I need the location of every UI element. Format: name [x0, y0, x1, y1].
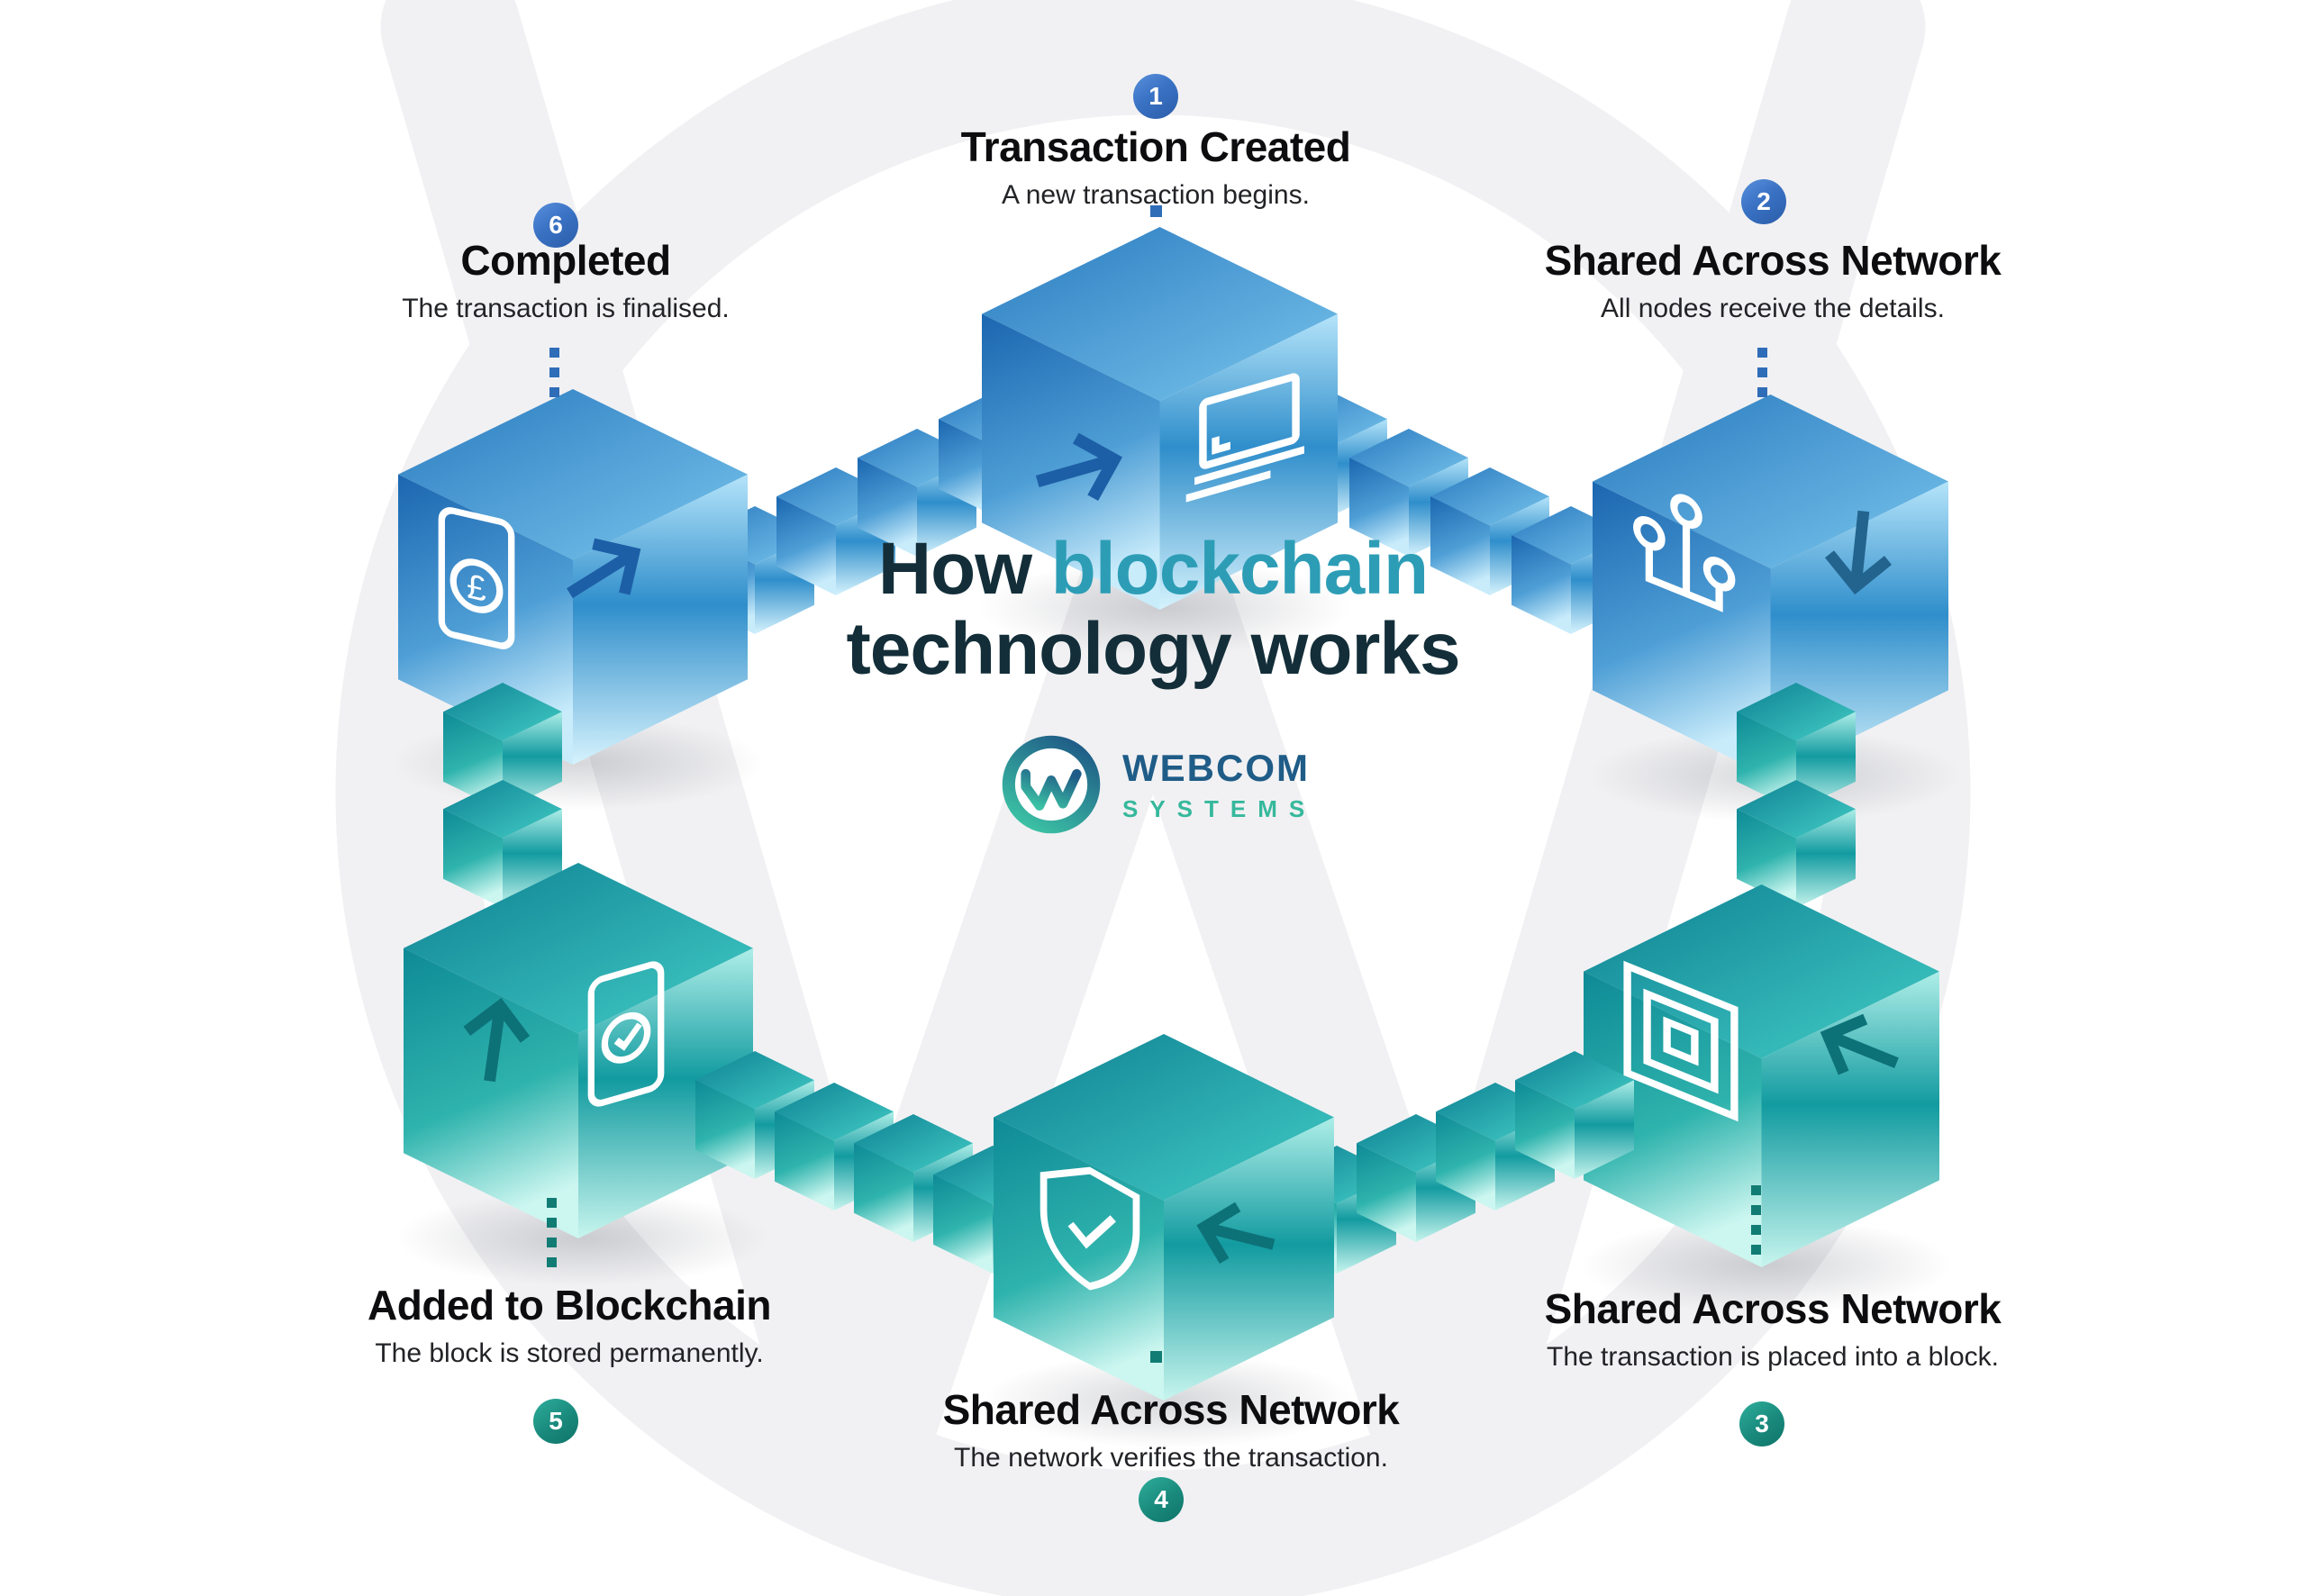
dotted-connector: [1757, 348, 1767, 400]
arrow-down-icon: [1825, 510, 1893, 595]
logo-brand-text: WEBCOM: [1122, 746, 1310, 789]
title-prefix: How: [877, 528, 1051, 610]
step-2: Shared Across Network All nodes receive …: [1421, 236, 2124, 324]
page-title-line1: How blockchain: [0, 528, 2306, 610]
step-5: Added to Blockchain The block is stored …: [218, 1281, 921, 1369]
step-4-title: Shared Across Network: [942, 1386, 1400, 1433]
dotted-connector: [1751, 1185, 1761, 1257]
arrow-left-icon: [1196, 1202, 1276, 1265]
webcom-logo: WEBCOM SYSTEMS: [998, 731, 1316, 838]
step-2-description: All nodes receive the details.: [1601, 294, 1945, 323]
chain-block-cube: [1515, 1051, 1634, 1179]
step-3-badge: 3: [1739, 1401, 1784, 1446]
step-2-badge: 2: [1741, 179, 1786, 224]
logo-sub-brand-text: SYSTEMS: [1122, 794, 1317, 822]
step-3: Shared Across Network The transaction is…: [1421, 1284, 2124, 1373]
connector-dot: [1150, 205, 1162, 217]
step-1-title: Transaction Created: [960, 123, 1351, 170]
step-1-badge: 1: [1133, 74, 1178, 119]
step-3-title: Shared Across Network: [1544, 1285, 2002, 1332]
concentric-squares-icon: [1623, 960, 1739, 1122]
step-4-description: The network verifies the transaction.: [954, 1443, 1388, 1473]
dotted-connector: [547, 1198, 557, 1270]
step-4-badge: 4: [1139, 1477, 1184, 1522]
phone-pound-icon: £: [438, 507, 515, 649]
step-6: Completed The transaction is finalised.: [214, 236, 917, 324]
arrow-left-down-icon: [1820, 1013, 1899, 1075]
step-5-badge: 5: [533, 1399, 578, 1444]
dotted-connector: [549, 348, 559, 400]
step-5-title: Added to Blockchain: [368, 1282, 771, 1328]
arrow-up-icon: [463, 998, 531, 1083]
webcom-w-ring-icon: [1002, 735, 1101, 834]
pound-glyph: £: [467, 567, 486, 610]
step-1: Transaction Created A new transaction be…: [804, 122, 1507, 211]
arrow-right-icon: [1035, 432, 1122, 502]
connector-dot: [1150, 1351, 1162, 1363]
page-title: How blockchain technology works: [0, 528, 2306, 690]
shield-check-icon: [1040, 1166, 1140, 1291]
step-6-title: Completed: [460, 237, 671, 284]
laptop-icon: [1185, 373, 1304, 503]
phone-check-icon: [587, 961, 665, 1107]
step-6-badge: 6: [533, 203, 578, 248]
title-highlight: blockchain: [1050, 528, 1429, 610]
arrow-up-right-icon: [567, 538, 641, 599]
step-1-description: A new transaction begins.: [1002, 180, 1310, 210]
step-5-description: The block is stored permanently.: [375, 1338, 764, 1368]
network-nodes-icon: [1633, 494, 1736, 612]
step-4: Shared Across Network The network verifi…: [820, 1385, 1522, 1474]
page-title-line2: technology works: [846, 607, 1460, 690]
step-2-title: Shared Across Network: [1544, 237, 2002, 284]
step-6-description: The transaction is finalised.: [402, 294, 730, 323]
step-3-description: The transaction is placed into a block.: [1547, 1342, 1999, 1372]
